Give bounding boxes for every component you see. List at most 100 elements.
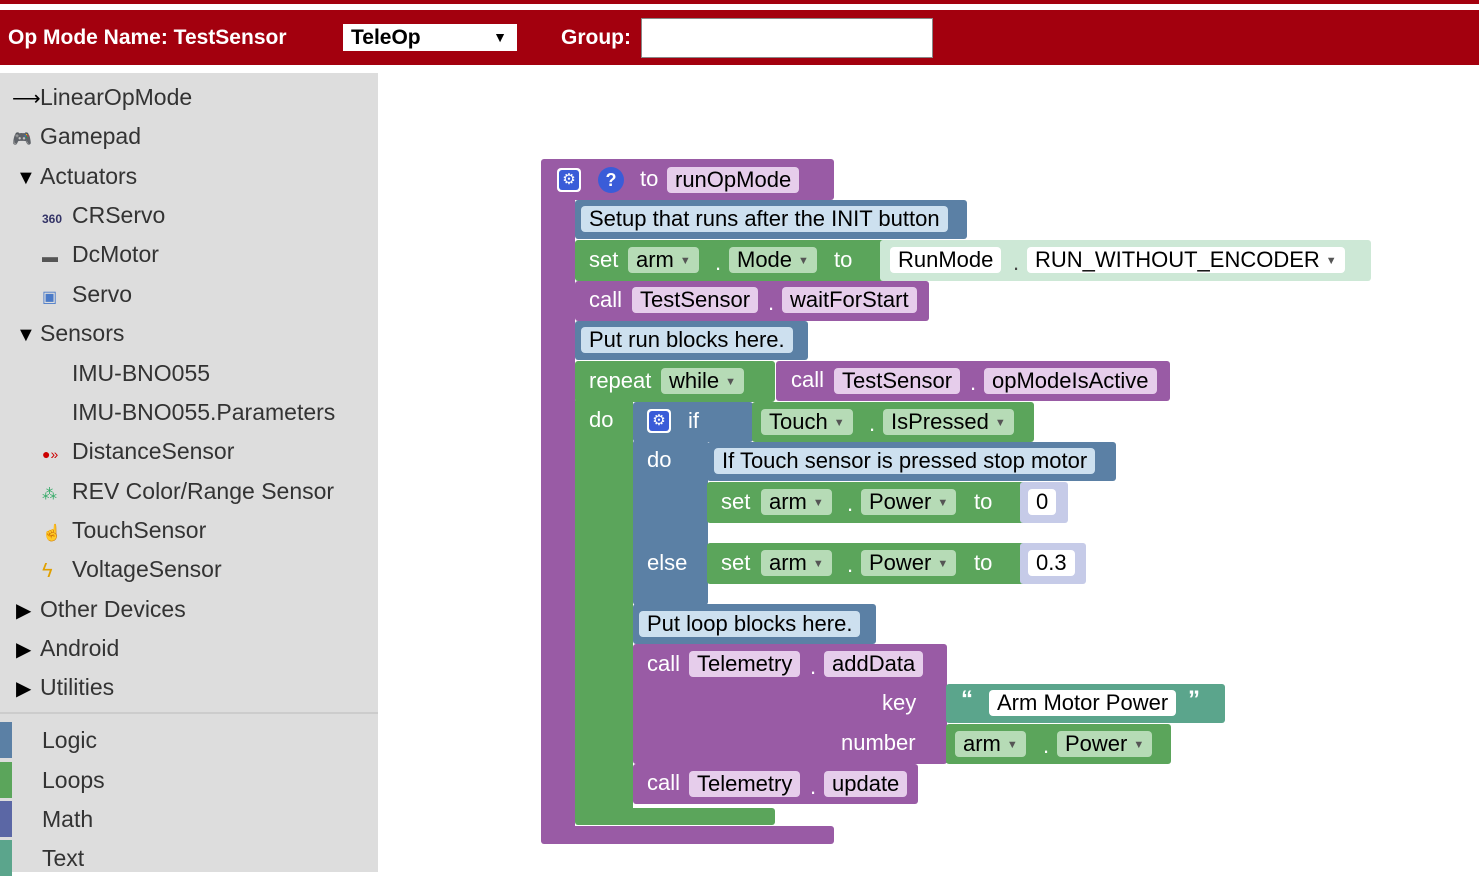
toolbox-item-actuators[interactable]: ▼Actuators xyxy=(16,160,137,192)
toolbox-category-loops[interactable]: Loops xyxy=(42,767,105,793)
close-quote-icon: ” xyxy=(1188,686,1200,713)
if-label: if xyxy=(688,408,699,433)
set-label: set xyxy=(589,247,619,272)
dropdown-arrow-icon: ▼ xyxy=(493,29,507,45)
header-bar: Op Mode Name: TestSensor TeleOp ▼ Group: xyxy=(0,10,1479,65)
while-dropdown[interactable]: while▼ xyxy=(661,368,745,394)
do-label: do xyxy=(647,447,672,472)
servo-icon: ▣ xyxy=(42,289,58,306)
repeat-label: repeat xyxy=(589,368,652,393)
toolbox-item-other-devices[interactable]: ▶Other Devices xyxy=(16,593,186,625)
op-mode-type-select[interactable]: TeleOp ▼ xyxy=(343,24,517,51)
key-label: key xyxy=(882,690,917,715)
call-label: call xyxy=(791,367,825,392)
ispressed-dropdown[interactable]: IsPressed▼ xyxy=(883,409,1014,435)
toolbox-category-text[interactable]: Text xyxy=(42,845,85,871)
dcmotor-icon: ▬ xyxy=(42,249,58,266)
category-color-loops xyxy=(0,762,12,798)
call-label: call xyxy=(647,770,681,795)
toolbox-category-math[interactable]: Math xyxy=(42,806,94,832)
waitforstart-label: waitForStart xyxy=(782,287,917,313)
text-field-arm-motor-power[interactable]: Arm Motor Power xyxy=(989,690,1177,716)
dot-label: . xyxy=(1043,733,1050,758)
category-color-text xyxy=(0,840,12,876)
collapsed-triangle-icon: ▶ xyxy=(16,678,32,700)
testsensor-label: TestSensor xyxy=(834,368,961,394)
comment-text-run[interactable]: Put run blocks here. xyxy=(581,327,793,353)
toolbox-item-touchsensor[interactable]: ☝TouchSensor xyxy=(42,514,206,546)
power-dropdown[interactable]: Power▼ xyxy=(861,550,957,576)
open-quote-icon: “ xyxy=(961,686,973,713)
power-dropdown[interactable]: Power▼ xyxy=(861,489,957,515)
adddata-label: addData xyxy=(824,651,924,677)
dot-label: . xyxy=(847,491,854,516)
category-color-math xyxy=(0,801,12,837)
group-input[interactable] xyxy=(641,18,933,58)
toolbox-item-linearopmode[interactable]: ⟶LinearOpMode xyxy=(12,81,192,113)
toolbox-item-gamepad[interactable]: 🎮Gamepad xyxy=(12,120,141,152)
procedure-body-rail xyxy=(541,195,575,835)
lightning-icon: ϟ xyxy=(42,560,53,582)
arm-dropdown[interactable]: arm▼ xyxy=(761,489,832,515)
testsensor-label: TestSensor xyxy=(632,287,759,313)
toolbox-item-rev-color-range-sensor[interactable]: ⁂REV Color/Range Sensor xyxy=(42,475,334,507)
gear-icon[interactable]: ⚙ xyxy=(557,168,581,192)
expanded-triangle-icon: ▼ xyxy=(16,324,36,346)
to-label: to xyxy=(834,247,853,272)
number-field-zero[interactable]: 0 xyxy=(1028,489,1057,515)
run-without-encoder-dropdown[interactable]: RUN_WITHOUT_ENCODER▼ xyxy=(1027,247,1345,273)
arm-dropdown[interactable]: arm▼ xyxy=(761,550,832,576)
dot-label: . xyxy=(810,774,817,799)
toolbox-item-imu-bno055-parameters[interactable]: IMU-BNO055.Parameters xyxy=(72,399,336,425)
group-label: Group: xyxy=(561,26,631,49)
comment-text-touch[interactable]: If Touch sensor is pressed stop motor xyxy=(714,448,1096,474)
toolbox-item-servo[interactable]: ▣Servo xyxy=(42,278,132,310)
crservo-icon: 360 xyxy=(42,212,63,226)
opmodeisactive-label: opModeIsActive xyxy=(984,368,1157,394)
arm-dropdown[interactable]: arm▼ xyxy=(955,731,1026,757)
toolbox-item-dcmotor[interactable]: ▬DcMotor xyxy=(42,238,159,270)
toolbox-separator xyxy=(0,712,378,714)
comment-text-init[interactable]: Setup that runs after the INIT button xyxy=(581,206,948,232)
repeat-body-rail xyxy=(575,398,633,816)
call-label: call xyxy=(589,287,623,312)
dot-label: . xyxy=(768,290,775,315)
else-label: else xyxy=(647,550,688,575)
dot-label: . xyxy=(970,370,977,395)
toolbox-item-imu-bno055[interactable]: IMU-BNO055 xyxy=(72,360,211,386)
toolbox-item-android[interactable]: ▶Android xyxy=(16,632,119,664)
to-label: to xyxy=(974,550,993,575)
touch-dropdown[interactable]: Touch▼ xyxy=(761,409,853,435)
toolbox-item-sensors[interactable]: ▼Sensors xyxy=(16,317,124,349)
number-label: number xyxy=(841,730,916,755)
gear-icon[interactable]: ⚙ xyxy=(647,409,671,433)
number-field-point-three[interactable]: 0.3 xyxy=(1028,550,1075,576)
set-label: set xyxy=(721,550,751,575)
distance-sensor-icon: ●» xyxy=(42,446,59,462)
op-mode-type-value: TeleOp xyxy=(351,26,421,49)
dot-label: . xyxy=(847,552,854,577)
toolbox-item-utilities[interactable]: ▶Utilities xyxy=(16,671,114,703)
op-mode-name-label: Op Mode Name: TestSensor xyxy=(8,26,287,49)
dot-label: . xyxy=(869,411,876,436)
dot-label: . xyxy=(715,250,722,275)
to-label: to xyxy=(640,166,659,191)
color-sensor-icon: ⁂ xyxy=(42,486,57,503)
call-label: call xyxy=(647,651,681,676)
arm-dropdown[interactable]: arm▼ xyxy=(628,247,699,273)
telemetry-label: Telemetry xyxy=(689,771,801,797)
top-border xyxy=(0,0,1479,4)
mode-dropdown[interactable]: Mode▼ xyxy=(729,247,817,273)
power-dropdown[interactable]: Power▼ xyxy=(1057,731,1153,757)
dot-label: . xyxy=(810,654,817,679)
comment-text-loop[interactable]: Put loop blocks here. xyxy=(639,611,861,637)
function-name-field[interactable]: runOpMode xyxy=(667,167,800,193)
procedure-bottom xyxy=(541,826,834,844)
expanded-triangle-icon: ▼ xyxy=(16,167,36,189)
toolbox-category-logic[interactable]: Logic xyxy=(42,727,97,753)
help-icon[interactable]: ? xyxy=(598,167,624,193)
toolbox-item-distancesensor[interactable]: ●»DistanceSensor xyxy=(42,435,234,467)
